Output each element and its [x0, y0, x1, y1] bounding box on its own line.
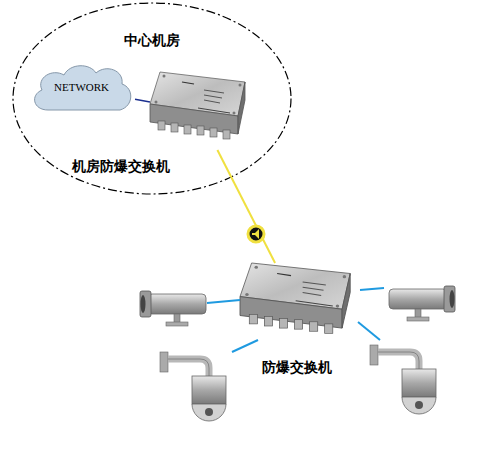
- node-label: NETWORK: [28, 81, 135, 93]
- camera-wire: [360, 288, 384, 290]
- node-label: 机房防爆交换机: [72, 158, 170, 176]
- room-switch: 机房防爆交换机: [150, 72, 245, 150]
- connector-line: [135, 99, 150, 102]
- signal-icon-ring: [248, 226, 264, 242]
- bullet-camera: [389, 286, 455, 321]
- dome-camera: [370, 345, 436, 414]
- camera-wire: [207, 300, 240, 303]
- switch-illustration: [150, 72, 245, 139]
- ellipse-outline: [13, 3, 291, 194]
- camera-wire: [358, 322, 380, 340]
- network-cloud: NETWORK: [28, 60, 135, 118]
- camera-wire: [232, 340, 258, 352]
- camera-wires: [207, 288, 384, 352]
- bullet-camera: [140, 291, 206, 326]
- field-switch: 防爆交换机: [240, 263, 352, 345]
- signal-icon-glyph: [252, 229, 259, 239]
- node-label: 防爆交换机: [262, 359, 332, 377]
- switch-illustration: [240, 263, 350, 333]
- signal-icon: [248, 226, 264, 242]
- dome-camera: [160, 352, 226, 421]
- connector-line: [217, 150, 275, 263]
- room-ellipse: 中心机房 NETWORK 机房防爆交换机: [12, 2, 292, 195]
- node-label: 中心机房: [12, 32, 292, 50]
